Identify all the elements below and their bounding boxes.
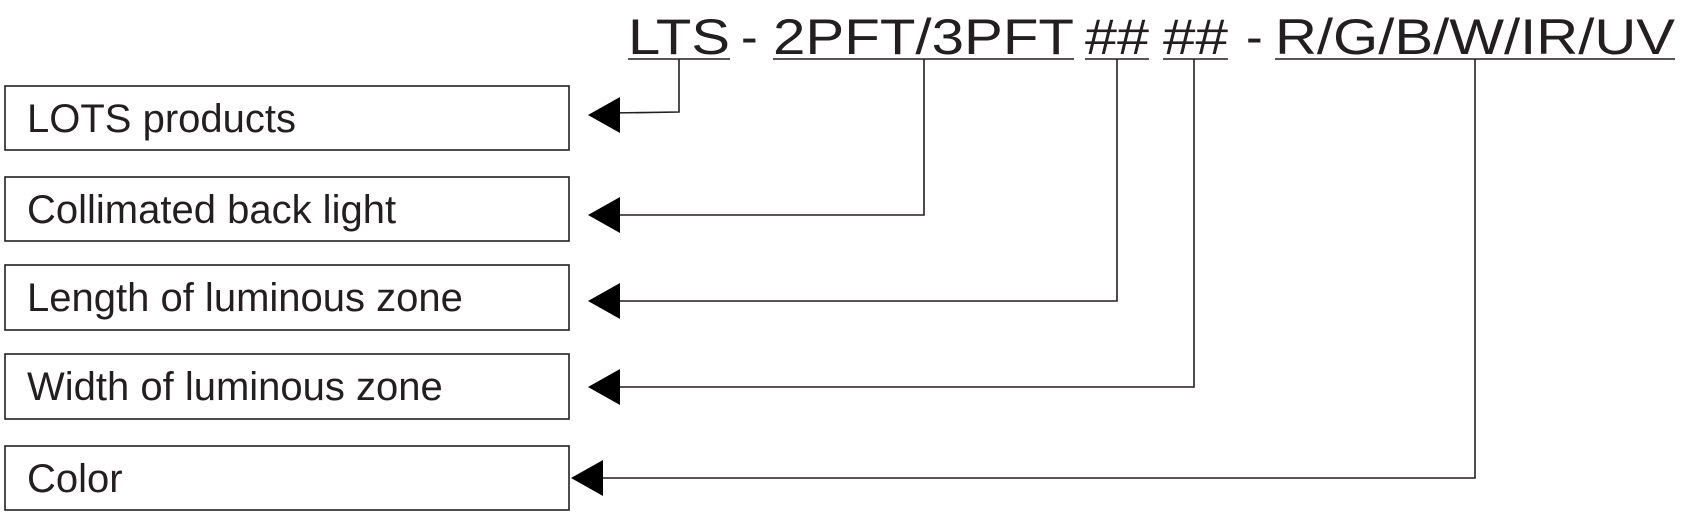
code-segment-lts: LTS [628, 9, 730, 65]
code-segment-length: ## [1085, 9, 1149, 65]
connector-line [610, 59, 1118, 302]
label-width-of-luminous-zone: Width of luminous zone [4, 353, 570, 420]
connector-line [595, 59, 1476, 479]
arrow-left-icon [588, 97, 620, 133]
label-box [4, 85, 570, 151]
connector-model [588, 59, 925, 233]
connector-width [588, 59, 1195, 405]
connector-lts [588, 59, 680, 133]
label-length-of-luminous-zone: Length of luminous zone [4, 264, 570, 331]
label-collimated-back-light: Collimated back light [4, 176, 570, 242]
code-separator: - [1246, 9, 1263, 65]
label-lots-products: LOTS products [4, 85, 570, 151]
label-text: Length of luminous zone [27, 276, 463, 320]
code-segment-model: 2PFT/3PFT [773, 9, 1074, 65]
arrow-left-icon [571, 460, 603, 496]
connector-line [610, 59, 925, 216]
label-text: Width of luminous zone [27, 365, 443, 409]
code-segment-width: ## [1163, 9, 1228, 65]
label-text: Collimated back light [27, 188, 396, 232]
label-box [4, 445, 570, 511]
arrow-left-icon [588, 283, 620, 319]
connector-line [610, 59, 1195, 388]
code-separator: - [741, 9, 758, 65]
code-segment-color: R/G/B/W/IR/UV [1275, 9, 1676, 65]
part-code: LTS - 2PFT/3PFT ## ## - R/G/B/W/IR/UV [628, 9, 1676, 65]
arrow-left-icon [588, 197, 620, 233]
connector-length [588, 59, 1118, 319]
label-box [4, 264, 570, 331]
label-box [4, 176, 570, 242]
connector-line [609, 59, 680, 114]
label-color: Color [4, 445, 570, 511]
label-text: LOTS products [27, 97, 296, 141]
arrow-left-icon [588, 369, 620, 405]
connector-color [571, 59, 1476, 496]
label-box [4, 353, 570, 420]
label-text: Color [27, 457, 123, 501]
